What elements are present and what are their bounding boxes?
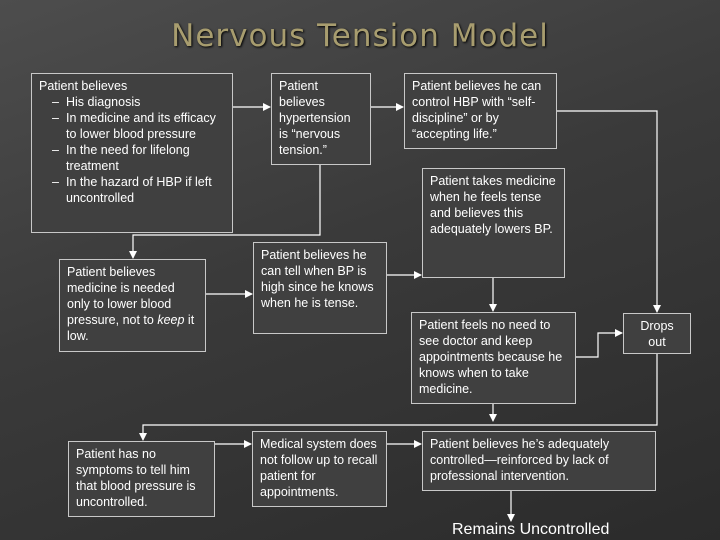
box-self-discipline: Patient believes he can control HBP with… (404, 73, 557, 149)
box-medicine-lower-only: Patient believes medicine is needed only… (59, 259, 206, 352)
medicine-lower-emphasis: keep (157, 313, 185, 327)
arrow-hypertension-to-medicine-lower (129, 165, 321, 259)
box-takes-medicine-when-tense: Patient takes medicine when he feels ten… (422, 168, 565, 278)
belief-item: In medicine and its efficacy to lower bl… (39, 110, 225, 142)
box-no-need-for-doctor: Patient feels no need to see doctor and … (411, 312, 576, 404)
box-medical-system-no-follow-up: Medical system does not follow up to rec… (252, 431, 387, 507)
belief-item: In the need for lifelong treatment (39, 142, 225, 174)
box-patient-believes-diagnosis: Patient believes His diagnosis In medici… (31, 73, 233, 233)
outcome-remains-uncontrolled: Remains Uncontrolled (452, 521, 610, 538)
arrow-self-discipline-to-drops-out (557, 110, 661, 313)
belief-item: In the hazard of HBP if left uncontrolle… (39, 174, 225, 206)
box-tell-when-bp-high: Patient believes he can tell when BP is … (253, 242, 387, 334)
arrow-drops-out-to-no-symptoms (139, 354, 658, 441)
belief-list: His diagnosis In medicine and its effica… (39, 94, 225, 206)
box-no-symptoms: Patient has no symptoms to tell him that… (68, 441, 215, 517)
medicine-lower-text-end: it low. (67, 313, 195, 343)
diagnosis-intro: Patient believes (39, 79, 128, 93)
arrow-no-need-doctor-to-drops-out (576, 329, 623, 358)
page-title: Nervous Tension Model (171, 18, 549, 54)
belief-item: His diagnosis (39, 94, 225, 110)
box-adequately-controlled: Patient believes he’s adequately control… (422, 431, 656, 491)
box-hypertension-nervous-tension: Patient believes hypertension is “nervou… (271, 73, 371, 165)
box-drops-out: Drops out (623, 313, 691, 354)
medicine-lower-text: Patient believes medicine is needed only… (67, 265, 175, 327)
